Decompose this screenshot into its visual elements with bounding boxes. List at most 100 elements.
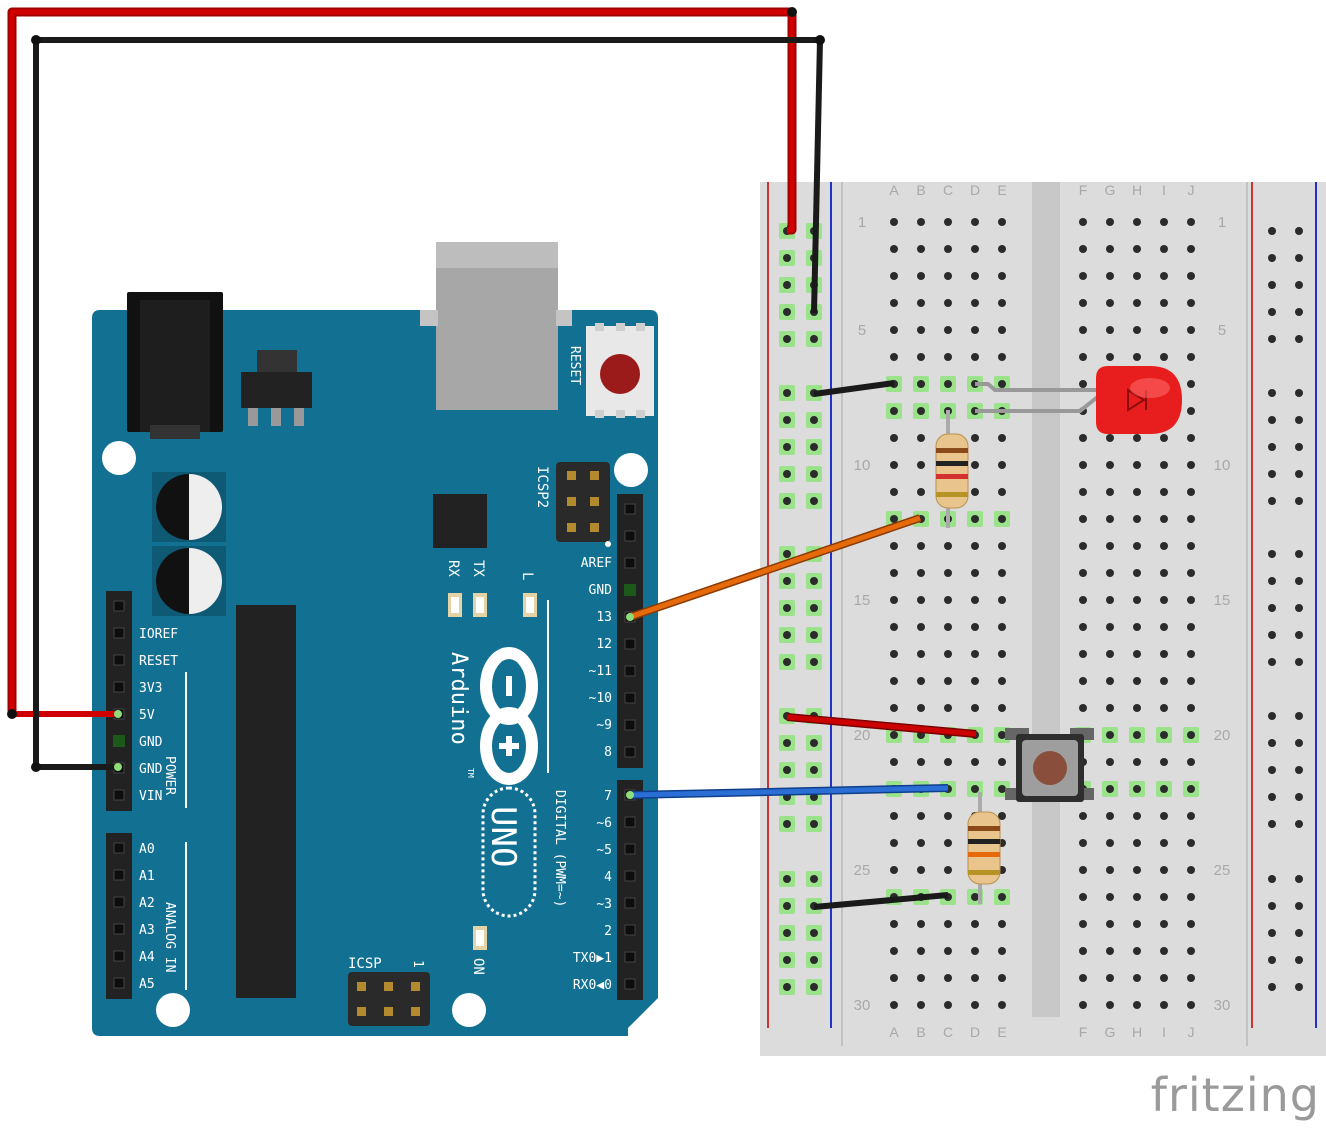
rail-hole [1295, 956, 1303, 964]
breadboard-hole [1133, 839, 1141, 847]
row-number: 5 [1218, 322, 1226, 339]
breadboard-hole [1187, 1001, 1195, 1009]
rail-hole [783, 389, 791, 397]
header-pin[interactable] [624, 665, 636, 677]
header-pin[interactable] [113, 977, 125, 989]
breadboard-hole [890, 839, 898, 847]
breadboard-hole [1187, 731, 1195, 739]
header-pin[interactable] [624, 503, 636, 515]
header-pin[interactable] [113, 896, 125, 908]
header-pin[interactable] [624, 638, 636, 650]
rail-hole [1295, 227, 1303, 235]
header-pin[interactable] [113, 681, 125, 693]
wire-pin13-orange [629, 515, 921, 620]
arduino-brand-label: Arduino [446, 652, 471, 745]
breadboard-hole [1187, 650, 1195, 658]
rail-hole [783, 956, 791, 964]
rail-hole [783, 658, 791, 666]
icsp2-label: ICSP2 [534, 466, 550, 508]
header-pin[interactable] [624, 978, 636, 990]
breadboard-hole [890, 731, 898, 739]
header-pin[interactable] [113, 654, 125, 666]
breadboard-hole [1133, 974, 1141, 982]
breadboard-hole [944, 947, 952, 955]
breadboard-hole [917, 380, 925, 388]
breadboard-hole [917, 434, 925, 442]
column-label: C [943, 182, 953, 198]
breadboard-hole [917, 677, 925, 685]
rail-hole [1268, 254, 1276, 262]
breadboard-hole [890, 920, 898, 928]
breadboard-hole [1079, 380, 1087, 388]
breadboard-hole [1133, 920, 1141, 928]
header-pin[interactable] [113, 869, 125, 881]
header-pin-gnd [624, 584, 636, 596]
breadboard-hole [1160, 839, 1168, 847]
header-pin[interactable] [113, 600, 125, 612]
breadboard-hole [1079, 893, 1087, 901]
rail-hole [783, 766, 791, 774]
column-label: C [943, 1024, 953, 1040]
header-pin[interactable] [624, 870, 636, 882]
header-pin[interactable] [624, 816, 636, 828]
rail-hole [1268, 766, 1276, 774]
breadboard-hole [1160, 488, 1168, 496]
breadboard-hole [998, 461, 1006, 469]
rail-hole [810, 983, 818, 991]
header-pin[interactable] [624, 843, 636, 855]
rail-hole [810, 631, 818, 639]
rail-hole [1268, 712, 1276, 720]
header-pin[interactable] [113, 789, 125, 801]
breadboard-hole [971, 461, 979, 469]
pushbutton[interactable] [1005, 728, 1094, 802]
row-number: 1 [1218, 214, 1226, 231]
header-pin[interactable] [624, 692, 636, 704]
digital-pin-label: ~3 [596, 897, 612, 912]
rail-hole [1295, 389, 1303, 397]
breadboard-hole [971, 623, 979, 631]
breadboard-hole [1160, 542, 1168, 550]
breadboard-hole [1160, 920, 1168, 928]
header-pin[interactable] [113, 923, 125, 935]
breadboard-hole [1079, 866, 1087, 874]
breadboard-hole [944, 920, 952, 928]
header-pin[interactable] [113, 627, 125, 639]
rail-hole [1268, 470, 1276, 478]
header-pin[interactable] [113, 842, 125, 854]
breadboard-hole [1079, 677, 1087, 685]
header-pin[interactable] [624, 746, 636, 758]
breadboard-hole [890, 407, 898, 415]
capacitor [152, 546, 226, 616]
breadboard-hole [1106, 596, 1114, 604]
header-pin[interactable] [624, 557, 636, 569]
breadboard-hole [998, 623, 1006, 631]
analog-pin-label: A1 [139, 869, 155, 884]
l-led [523, 593, 537, 617]
column-label: A [889, 182, 899, 198]
breadboard-hole [890, 650, 898, 658]
rail-hole [810, 470, 818, 478]
header-pin[interactable] [624, 897, 636, 909]
mounting-hole [614, 453, 648, 487]
breadboard-hole [1106, 623, 1114, 631]
rail-hole [1295, 550, 1303, 558]
breadboard-hole [917, 947, 925, 955]
digital-pin-label: ~5 [596, 843, 612, 858]
breadboard-hole [1187, 515, 1195, 523]
breadboard-hole [917, 272, 925, 280]
rail-hole [1295, 470, 1303, 478]
breadboard-hole [944, 542, 952, 550]
reset-button[interactable] [586, 323, 654, 418]
breadboard-hole [917, 650, 925, 658]
breadboard-hole [1106, 677, 1114, 685]
breadboard-hole [1079, 920, 1087, 928]
breadboard-hole [917, 461, 925, 469]
icsp-label: ICSP [348, 956, 382, 972]
header-pin[interactable] [624, 924, 636, 936]
header-pin[interactable] [624, 719, 636, 731]
breadboard-hole [1160, 353, 1168, 361]
header-pin[interactable] [624, 530, 636, 542]
breadboard-hole [1160, 515, 1168, 523]
header-pin[interactable] [624, 951, 636, 963]
header-pin[interactable] [113, 950, 125, 962]
